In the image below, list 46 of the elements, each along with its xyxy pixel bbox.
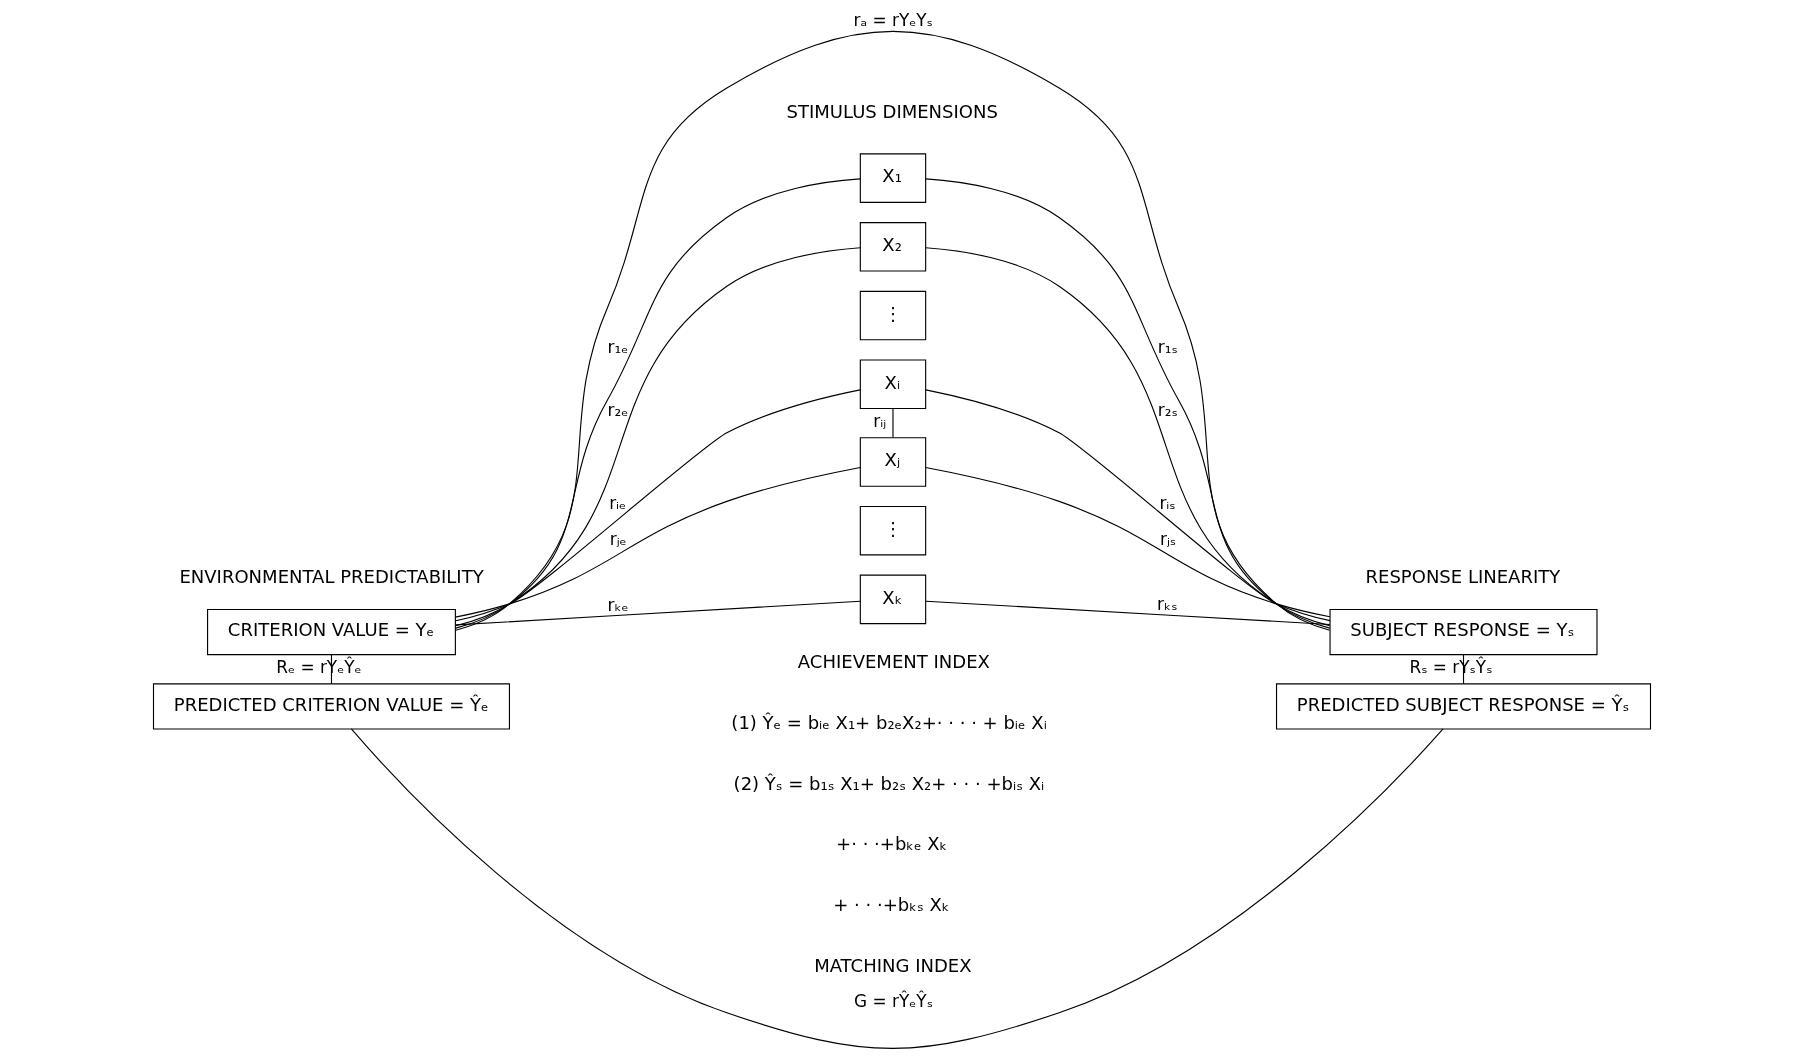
node-box: ⋮ [859,290,927,341]
node-box: ⋮ [859,505,927,556]
label: +· · ·+bₖₑ Xₖ [836,833,948,855]
label: STIMULUS DIMENSIONS [786,101,998,123]
connector [925,247,1331,627]
connector [455,247,861,627]
edge-label: rᵢₑ [609,493,627,514]
edge-label: r₁ₛ [1157,336,1178,357]
edge-label: r₂ₑ [607,399,629,420]
connector [455,389,861,622]
label: ENVIRONMENTAL PREDICTABILITY [179,566,484,588]
edge-label: rₖₛ [1157,593,1178,614]
connector [925,600,1331,625]
edge-label: rᵢⱼ [873,411,887,432]
connector [925,466,1331,618]
edge-label: G = rŶₑŶₛ [854,991,933,1012]
connector [925,178,1331,629]
label: ACHIEVEMENT INDEX [797,650,990,672]
connector [350,728,1444,1049]
connector [454,466,861,618]
node-box: SUBJECT RESPONSE = Yₛ [1329,608,1598,656]
label: + · · ·+bₖₛ Xₖ [833,894,950,916]
edge-label: r₁ₑ [607,336,629,357]
node-box: PREDICTED SUBJECT RESPONSE = Ŷₛ [1275,683,1652,730]
label: MATCHING INDEX [814,955,972,977]
node-box: PREDICTED CRITERION VALUE = Ŷₑ [152,683,510,730]
node-box: X₁ [859,153,927,203]
node-box: Xⱼ [859,437,927,487]
node-box: Xᵢ [859,359,927,410]
edge-label: rⱼₛ [1159,529,1177,550]
edge-label: rⱼₑ [609,529,627,550]
label: RESPONSE LINEARITY [1365,566,1561,588]
label: (1) Ŷₑ = bᵢₑ X₁+ b₂ₑX₂+· · · · + bᵢₑ Xᵢ [731,711,1047,733]
node-box: X₂ [859,222,927,272]
edge-label: r₂ₛ [1157,399,1178,420]
connector [455,178,861,629]
connector [925,389,1331,622]
connector [455,600,861,626]
edge-label: rₐ = rYₑYₛ [853,10,933,31]
edge-label: rₖₑ [607,594,629,615]
connector [455,30,1331,631]
node-box: Xₖ [859,574,927,625]
connector [892,408,894,438]
edge-label: rᵢₛ [1159,493,1176,514]
label: (2) Ŷₛ = b₁ₛ X₁+ b₂ₛ X₂+ · · · +bᵢₛ Xᵢ [733,772,1045,794]
node-box: CRITERION VALUE = Yₑ [207,608,456,656]
